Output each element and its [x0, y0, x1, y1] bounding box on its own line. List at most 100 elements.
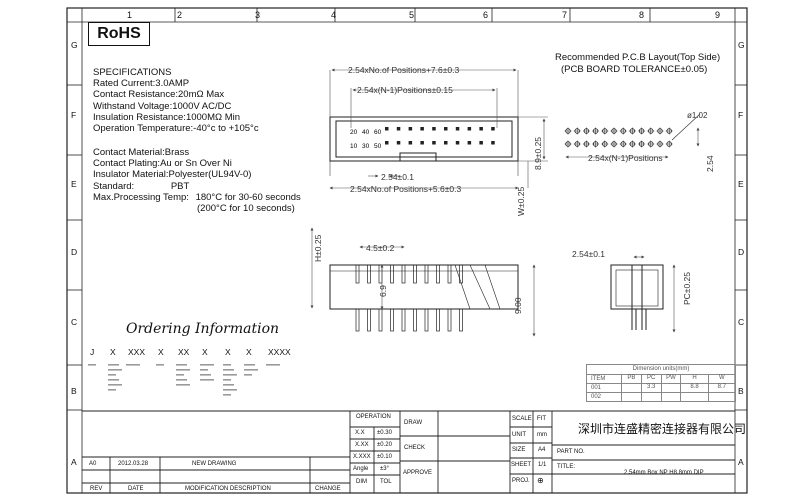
dim-cell: 001 — [587, 384, 623, 393]
pcb-hole-crosshair — [592, 140, 600, 148]
legend-mark — [108, 374, 116, 376]
pcb-hole-crosshair — [665, 140, 673, 148]
proj-label: PROJ. — [512, 478, 530, 484]
pin-square — [491, 141, 495, 145]
row-label: F — [738, 110, 744, 120]
pin-label-50: 50 — [374, 143, 382, 150]
side-pin-bottom — [424, 308, 429, 332]
pin-square — [385, 127, 389, 131]
processing-line-2: (200°C for 10 seconds) — [197, 203, 295, 215]
pcb-hole-crosshair — [592, 127, 600, 135]
spec-line-5: Operation Temperature:-40°c to +105°c — [93, 123, 259, 135]
dim-cell: 8.7 — [708, 384, 736, 393]
pin-square — [420, 141, 424, 145]
dim-cell — [622, 384, 642, 393]
pcb-pitch-label: 2.54x(N-1)Positions — [588, 153, 663, 163]
ordering-code-3: XXX — [128, 347, 146, 357]
dimension-table: Dimension units(mm) ITEM PB PC PW H W 00… — [586, 364, 736, 402]
ordering-code-1: J — [90, 347, 95, 357]
pin-square — [455, 127, 460, 131]
pin-square — [491, 127, 495, 131]
row-label: F — [71, 110, 77, 120]
column-label: 9 — [715, 10, 721, 20]
legend-mark — [223, 389, 237, 391]
pin-square — [420, 127, 424, 131]
pcb-hole-crosshair — [601, 127, 609, 135]
dim-side-offset: 4.5±0.2 — [366, 243, 395, 253]
pin-square — [396, 127, 401, 131]
dim-col-pb: PB — [622, 375, 642, 384]
legend-mark — [223, 369, 234, 371]
row-label: A — [738, 457, 744, 467]
pcb-hole-crosshair — [601, 140, 609, 148]
spec-line-4: Insulation Resistance:1000MΩ Min — [93, 111, 241, 123]
pcb-hole-crosshair — [628, 127, 636, 135]
legend-mark — [223, 379, 231, 381]
tol-label-2: X.XX — [355, 442, 369, 448]
side-pin-bottom — [413, 308, 417, 332]
standard-value: PBT — [170, 180, 190, 192]
tol-header: OPERATION — [356, 414, 391, 420]
pin-label-40: 40 — [362, 129, 370, 136]
dim-side-height-h: H±0.25 — [313, 234, 323, 262]
legend-mark — [156, 364, 164, 366]
legend-mark — [108, 369, 122, 371]
pcb-hole-crosshair — [656, 127, 664, 135]
spec-line-3: Withstand Voltage:1000V AC/DC — [93, 100, 232, 112]
side-pin-top — [459, 264, 463, 284]
side-pin-top — [401, 264, 406, 284]
unit-value: mm — [537, 432, 547, 438]
processing-label: Max.Processing Temp: — [93, 191, 189, 203]
pin-square — [467, 127, 472, 131]
dim-col-pw: PW — [661, 375, 682, 384]
pcb-hole-crosshair — [647, 127, 655, 135]
dim-col-pc: PC — [641, 375, 662, 384]
pcb-hole-crosshair — [582, 140, 590, 148]
legend-mark — [126, 364, 140, 366]
pcb-hole-crosshair — [656, 140, 664, 148]
pcb-hole-crosshair — [573, 140, 581, 148]
dim-cell: 3.3 — [641, 384, 662, 393]
legend-mark — [200, 379, 214, 381]
dim-height-side: 8.9±0.25 — [533, 137, 543, 170]
side-pin-top — [447, 264, 452, 284]
dimension-table-row-2: 002 — [586, 393, 736, 402]
tol-value-1: ±0.30 — [377, 430, 392, 436]
tol-value-5: TOL — [380, 479, 392, 485]
row-label: G — [738, 40, 745, 50]
side-pin-top — [355, 264, 360, 284]
end-view — [610, 264, 664, 330]
tol-label-3: X.XXX — [353, 454, 371, 460]
pcb-hole-crosshair — [564, 140, 572, 148]
title-label: TITLE: — [557, 464, 576, 470]
specifications-heading: SPECIFICATIONS — [93, 67, 172, 78]
ordering-code-5: XX — [178, 347, 190, 357]
legend-mark — [200, 364, 214, 366]
row-label: A — [71, 457, 77, 467]
projection-icon: ⊕ — [537, 476, 544, 485]
legend-mark — [176, 374, 184, 376]
legend-mark — [108, 379, 119, 381]
pcb-row-pitch-label: 2.54 — [705, 155, 715, 172]
legend-mark — [266, 364, 280, 366]
column-label: 2 — [177, 10, 183, 20]
company-name: 深圳市连盛精密连接器有限公司 — [578, 422, 747, 436]
rev-description: NEW DRAWING — [192, 461, 237, 467]
column-label: 4 — [331, 10, 337, 20]
pcb-hole-crosshair — [610, 140, 618, 148]
rev-a0: A0 — [89, 461, 97, 467]
row-label: G — [71, 40, 78, 50]
legend-mark — [108, 384, 122, 386]
side-pin-top — [390, 264, 394, 284]
side-pin-bottom — [447, 308, 452, 332]
tol-value-2: ±0.20 — [377, 442, 392, 448]
sheet-label: SHEET — [511, 462, 532, 468]
row-label: E — [738, 179, 744, 189]
legend-mark — [176, 369, 190, 371]
legend-mark — [244, 369, 258, 371]
part-no-label: PART NO. — [557, 449, 585, 455]
pin-label-30: 30 — [362, 143, 370, 150]
pcb-hole-crosshair — [628, 140, 636, 148]
